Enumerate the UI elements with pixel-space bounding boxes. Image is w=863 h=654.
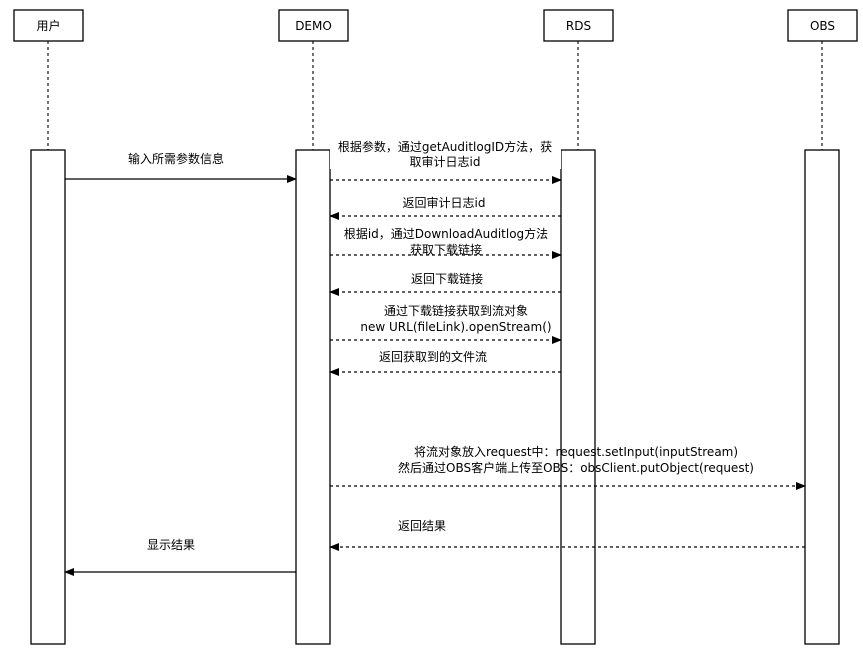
message-5-label: 返回下载链接 <box>411 271 483 286</box>
participant-rds-label: RDS <box>566 19 591 33</box>
message-3-label: 返回审计日志id <box>403 195 486 210</box>
message-9-label: 返回结果 <box>398 519 446 533</box>
participant-obs: OBS <box>787 9 858 42</box>
message-2-label-line-1: 根据参数，通过getAuditlogID方法，获 <box>338 139 552 154</box>
message-1-label: 输入所需参数信息 <box>128 151 224 166</box>
message-8-label: 将流对象放入request中：request.setInput(inputStr… <box>398 444 754 475</box>
participant-obs-label: OBS <box>810 19 835 33</box>
demo-activation-bar <box>295 149 331 645</box>
message-6-label: 通过下载链接获取到流对象 new URL(fileLink).openStrea… <box>360 303 551 334</box>
message-4-label-line-1: 根据id，通过DownloadAuditlog方法 <box>344 226 548 241</box>
obs-activation-bar <box>804 149 840 645</box>
message-2-label-background <box>330 139 561 169</box>
message-8-label-line-2: 然后通过OBS客户端上传至OBS：obsClient.putObject(req… <box>398 460 754 475</box>
message-6-label-line-1: 通过下载链接获取到流对象 <box>384 303 528 318</box>
message-8-label-line-1: 将流对象放入request中：request.setInput(inputStr… <box>414 444 738 459</box>
rds-activation-bar <box>560 149 596 645</box>
participant-user: 用户 <box>13 9 84 42</box>
message-2-label: 根据参数，通过getAuditlogID方法，获 取审计日志id <box>330 139 561 169</box>
participant-user-label: 用户 <box>36 18 60 33</box>
participant-demo-label: DEMO <box>295 19 332 33</box>
message-6-label-line-2: new URL(fileLink).openStream() <box>360 320 551 334</box>
user-activation-bar <box>30 149 66 645</box>
message-7-label: 返回获取到的文件流 <box>379 349 487 364</box>
participant-demo: DEMO <box>278 9 349 42</box>
message-10-label: 显示结果 <box>147 538 195 552</box>
message-4-label: 根据id，通过DownloadAuditlog方法 获取下载链接 <box>344 226 548 257</box>
message-4-label-line-2: 获取下载链接 <box>410 242 482 257</box>
message-2-label-line-2: 取审计日志id <box>410 154 481 169</box>
participant-rds: RDS <box>543 9 614 42</box>
